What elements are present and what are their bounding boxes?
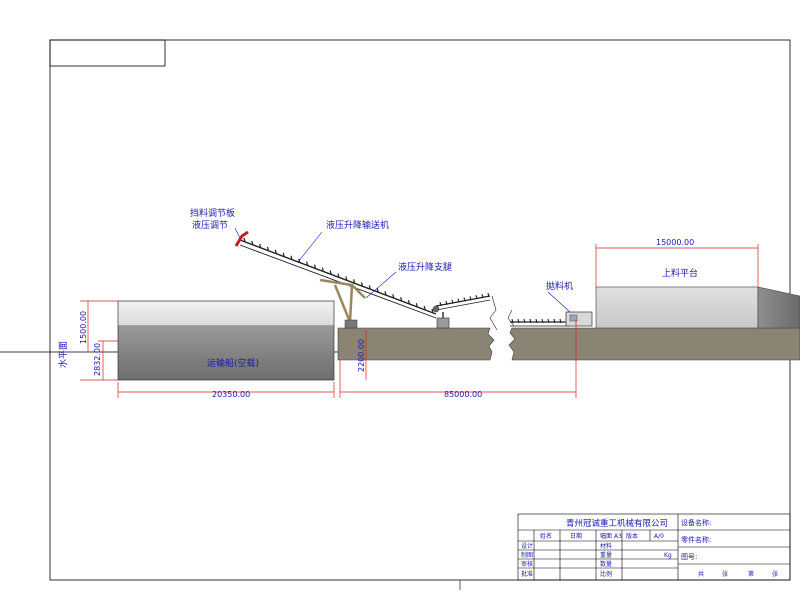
idler-roller	[511, 318, 514, 324]
break-line-right	[507, 309, 515, 327]
idler-roller	[457, 298, 460, 303]
idler-roller	[415, 302, 418, 308]
tb-sheets-word-3: 第	[748, 570, 754, 578]
label-water-level: 水平面	[57, 341, 69, 368]
tb-drafting-label: 制图	[521, 551, 533, 559]
tb-sheets-word-2: 张	[722, 570, 728, 578]
tb-sheets-word-4: 张	[772, 570, 778, 578]
dim-ship-height: 1500.00	[79, 311, 88, 344]
idler-roller	[266, 246, 270, 252]
idler-roller	[376, 288, 379, 293]
loading-platform	[595, 286, 759, 329]
label-platform: 上料平台	[662, 267, 698, 279]
transport-ship	[117, 300, 335, 381]
idler-roller	[487, 292, 490, 298]
tb-quantity-label: 数量	[600, 560, 612, 568]
dim-conveyor-span: 85000.00	[444, 390, 482, 399]
tb-name-label: 姓名	[540, 532, 552, 540]
idler-roller	[475, 295, 478, 300]
idler-roller	[345, 276, 348, 281]
idler-roller	[313, 264, 317, 269]
idler-roller	[368, 285, 371, 290]
idler-roller	[541, 318, 544, 324]
idler-roller	[259, 243, 262, 249]
dim-pier-height: 2200.00	[357, 339, 366, 372]
idler-roller	[423, 305, 426, 311]
dim-platform-length: 15000.00	[656, 238, 694, 247]
label-hydraulic-conveyor: 液压升降输送机	[326, 219, 389, 231]
idler-roller	[463, 297, 466, 302]
tb-material-label: 材料	[600, 542, 612, 550]
idler-roller	[559, 318, 562, 324]
pier-ground-right	[508, 327, 800, 361]
tb-design-label: 设计	[521, 542, 533, 550]
idler-roller	[431, 308, 434, 314]
label-hydraulic-leg: 液压升降支腿	[398, 261, 452, 273]
idler-roller	[243, 237, 246, 243]
platform-ramp	[757, 286, 800, 329]
tb-approve-label: 批准	[521, 570, 533, 578]
leader-lines	[234, 227, 571, 313]
idler-roller	[469, 296, 472, 301]
idler-roller	[451, 299, 454, 304]
dimension-lines	[80, 244, 759, 398]
tb-drawing-no-label: 图号:	[681, 553, 697, 561]
label-hydraulic-adjust: 液压调节	[192, 219, 228, 231]
hydraulic-lifting-conveyor	[234, 230, 491, 329]
idler-roller	[251, 240, 254, 246]
tb-sheet-value: A3	[614, 533, 622, 540]
dim-ship-length: 20350.00	[212, 390, 250, 399]
idler-roller	[306, 261, 309, 266]
idler-roller	[445, 300, 448, 306]
label-ship: 运输船(空载)	[207, 357, 259, 369]
idler-roller	[274, 249, 277, 254]
pier-ground-left	[337, 327, 495, 361]
idler-roller	[517, 318, 520, 324]
idler-roller	[384, 291, 387, 296]
idler-roller	[321, 267, 324, 272]
idler-roller	[547, 318, 550, 324]
title-block	[517, 513, 791, 581]
idler-roller	[282, 252, 285, 257]
tb-date-label: 日期	[570, 532, 582, 540]
idler-roller	[337, 273, 340, 278]
tb-part-name-label: 零件名称:	[681, 535, 711, 544]
label-feeder: 拋料机	[546, 280, 573, 292]
tb-company: 青州冠诚重工机械有限公司	[566, 518, 668, 529]
tb-device-name-label: 设备名称:	[681, 518, 711, 527]
idler-roller	[329, 270, 332, 275]
idler-roller	[290, 255, 293, 260]
conveyor-support-frame	[319, 278, 366, 323]
tb-weight-label: 重量	[600, 551, 612, 559]
feeder-conveyor	[510, 311, 593, 327]
idler-roller	[523, 318, 526, 324]
idler-roller	[553, 318, 556, 324]
idler-roller	[439, 301, 442, 307]
tb-scale-label: 比例	[600, 570, 612, 578]
tb-sheets-word-1: 共	[698, 570, 704, 578]
tb-sheet-label: 幅面	[600, 532, 612, 540]
dim-draft: 2832.00	[93, 343, 102, 376]
idler-roller	[407, 299, 411, 305]
tb-weight-unit: Kg	[664, 552, 672, 559]
idler-roller	[353, 279, 356, 284]
idler-roller	[535, 318, 538, 324]
idler-roller	[392, 294, 395, 299]
label-material-plate: 挡料调节板	[190, 207, 235, 219]
material-deflector	[234, 230, 249, 247]
tb-version-label: 版本	[626, 532, 638, 540]
tb-version-value: A/0	[654, 533, 664, 540]
idler-roller	[529, 318, 532, 324]
idler-roller	[400, 297, 403, 302]
break-line-left	[489, 295, 498, 331]
idler-roller	[481, 293, 484, 299]
tb-review-label: 审核	[521, 560, 533, 568]
idler-roller	[360, 282, 364, 287]
corner-label-box	[49, 39, 166, 67]
